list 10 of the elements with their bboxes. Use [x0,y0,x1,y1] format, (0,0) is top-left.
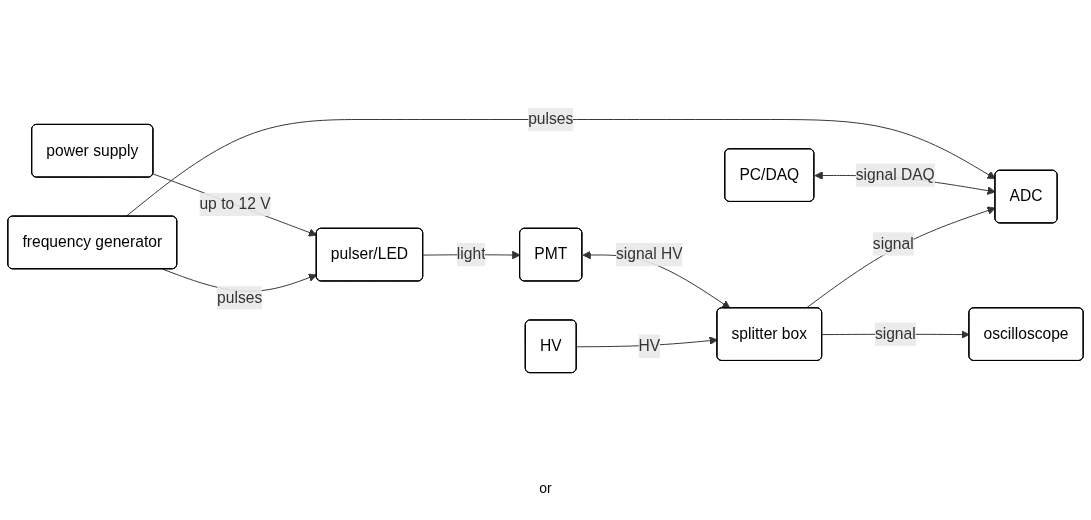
edge-label: signal DAQ [855,166,935,183]
edge-label: up to 12 V [199,195,271,213]
note-text: or [539,480,552,496]
edge-label: signal [874,325,916,342]
edge-label: signal HV [615,245,683,263]
edge-label: light [456,245,486,263]
edge-label: pulses [217,288,263,306]
edge-label: pulses [528,110,574,128]
edge-label: signal [872,234,914,252]
edge-label: HV [638,337,661,354]
